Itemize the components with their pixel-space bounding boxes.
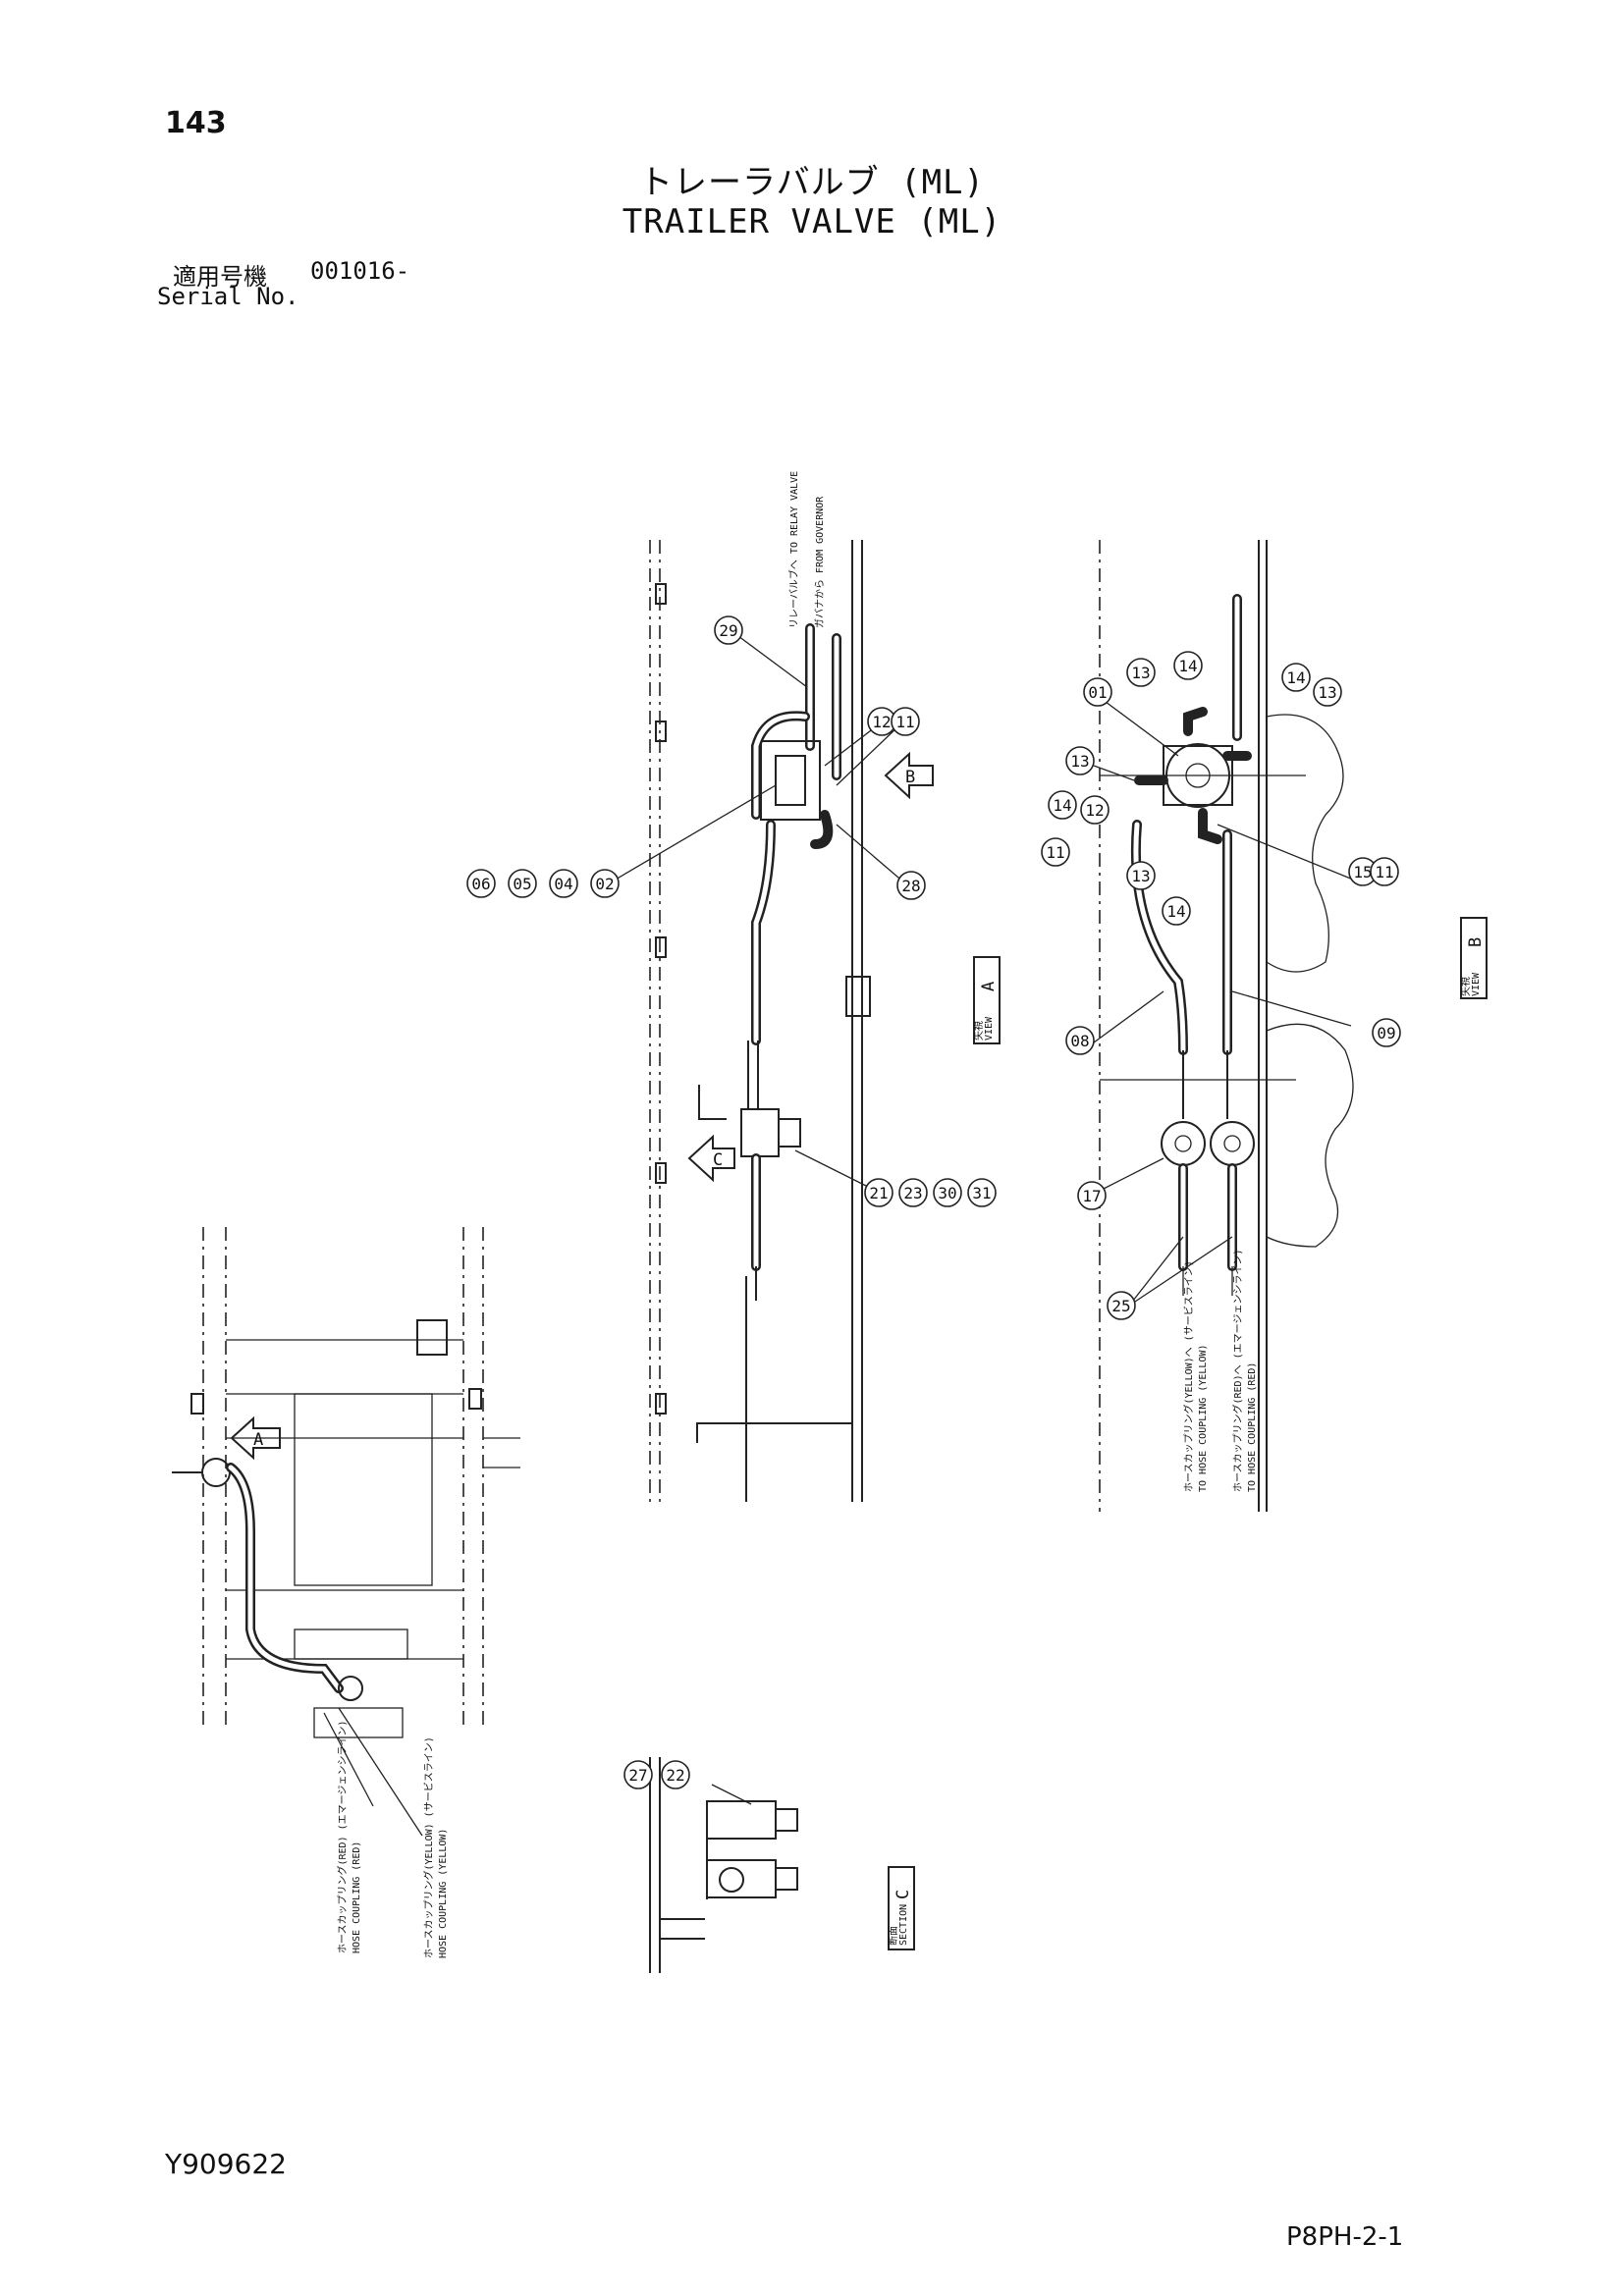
label-yellow-english: TO HOSE COUPLING (YELLOW) [1198,1344,1209,1492]
svg-text:02: 02 [595,875,614,893]
callout-31: 31 [967,1178,997,1207]
svg-text:13: 13 [1318,683,1336,702]
svg-text:08: 08 [1070,1032,1089,1050]
page-number: 143 [165,106,227,140]
svg-text:13: 13 [1131,867,1150,885]
callout-12: 12 [867,707,896,736]
view-b-box-letter: B [1466,937,1486,947]
callout-b-11b: 11 [1370,857,1399,886]
svg-text:11: 11 [1046,843,1064,862]
callout-s-27: 27 [623,1760,653,1789]
svg-text:13: 13 [1131,664,1150,682]
overview-label-yellow-english: HOSE COUPLING (YELLOW) [438,1829,449,1958]
page-reference: P8PH-2-1 [1286,2222,1404,2252]
svg-text:23: 23 [903,1184,922,1202]
title-english: TRAILER VALVE (ML) [622,202,1002,241]
svg-text:13: 13 [1070,752,1089,771]
label-to-relay-valve: リレーバルブへ TO RELAY VALVE [787,471,800,628]
view-a-arrow-b-label: B [905,768,915,787]
callout-11: 11 [891,707,920,736]
svg-text:31: 31 [972,1184,991,1202]
callout-b-14d: 14 [1162,896,1191,926]
svg-text:27: 27 [628,1766,647,1785]
callout-05: 05 [508,869,537,898]
document-code: Y909622 [165,2148,287,2180]
callout-04: 04 [549,869,578,898]
callout-b-13a: 13 [1126,658,1156,687]
svg-text:12: 12 [872,713,891,731]
section-c-drawing: SECTION 断面 C 27 22 [623,1757,915,1973]
label-from-governor: ガバナから FROM GOVERNOR [814,496,826,628]
callout-b-11a: 11 [1041,837,1070,867]
callout-06: 06 [466,869,496,898]
callout-28: 28 [896,871,926,900]
svg-text:14: 14 [1178,657,1197,675]
label-yellow-japanese: ホースカップリング(YELLOW)へ (サービスライン) [1182,1260,1195,1492]
view-b-box-english: VIEW [1471,972,1482,996]
callout-b-14a: 14 [1173,651,1203,680]
svg-text:17: 17 [1082,1187,1101,1205]
callout-b-14b: 14 [1281,663,1311,692]
callout-b-09: 09 [1372,1018,1401,1047]
serial-number-value: 001016- [310,257,410,285]
overview-label-yellow-japanese: ホースカップリング(YELLOW) (サービスライン) [422,1736,435,1958]
svg-text:22: 22 [666,1766,684,1785]
callout-b-14c: 14 [1048,790,1077,820]
callout-b-25: 25 [1107,1291,1136,1320]
svg-text:05: 05 [513,875,531,893]
view-a-box-japanese: 矢視 [972,1021,985,1041]
callout-29: 29 [714,615,743,645]
callout-b-01: 01 [1083,677,1112,707]
serial-label-japanese: 適用号機 [173,263,267,291]
svg-text:21: 21 [869,1184,888,1202]
svg-text:25: 25 [1111,1297,1130,1315]
label-red-japanese: ホースカップリング(RED)へ (エマージェンシライン) [1231,1250,1244,1492]
svg-text:14: 14 [1286,668,1305,687]
svg-text:11: 11 [1375,863,1393,881]
callout-b-13b: 13 [1313,677,1342,707]
title-japanese: トレーラバルブ (ML) [638,163,985,202]
callout-21: 21 [864,1178,893,1207]
callout-02: 02 [590,869,620,898]
view-b-drawing: ホースカップリング(YELLOW)へ (サービスライン) TO HOSE COU… [1041,540,1488,1512]
label-red-english: TO HOSE COUPLING (RED) [1247,1362,1258,1492]
overview-drawing: A ホースカップリング(RED) (エマージェンシライン) HOSE COUPL… [172,1227,520,1958]
callout-23: 23 [898,1178,928,1207]
svg-text:14: 14 [1053,796,1071,815]
overview-arrow-a-label: A [253,1430,263,1450]
svg-text:04: 04 [554,875,572,893]
svg-text:11: 11 [895,713,914,731]
callout-b-08: 08 [1065,1026,1095,1055]
svg-text:30: 30 [938,1184,956,1202]
svg-text:29: 29 [719,621,737,640]
svg-text:12: 12 [1085,801,1104,820]
svg-text:28: 28 [901,877,920,895]
svg-text:09: 09 [1377,1024,1395,1042]
callout-s-22: 22 [661,1760,690,1789]
overview-label-red-english: HOSE COUPLING (RED) [352,1842,362,1953]
section-c-box-japanese: 断面 [887,1926,899,1946]
view-a-arrow-c-label: C [713,1150,723,1170]
callout-b-13d: 13 [1126,861,1156,890]
callout-b-12: 12 [1080,795,1110,825]
view-a-drawing: B C リレーバルブへ TO RELAY VALVE ガバナから FROM GO… [466,471,1001,1502]
callout-30: 30 [933,1178,962,1207]
view-b-box-japanese: 矢視 [1459,977,1472,996]
section-c-box-letter: C [893,1890,913,1899]
callout-b-17: 17 [1077,1181,1107,1210]
svg-text:14: 14 [1166,902,1185,921]
svg-text:15: 15 [1353,863,1372,881]
serial-label-english: Serial No. [157,283,299,310]
section-c-box-english: SECTION [898,1904,909,1946]
view-a-box-letter: A [979,982,999,991]
callout-b-15: 15 [1348,857,1378,886]
callout-b-13c: 13 [1065,746,1095,775]
svg-text:01: 01 [1088,683,1107,702]
view-a-box-english: VIEW [984,1016,995,1041]
svg-text:06: 06 [471,875,490,893]
overview-label-red-japanese: ホースカップリング(RED) (エマージェンシライン) [336,1721,349,1953]
